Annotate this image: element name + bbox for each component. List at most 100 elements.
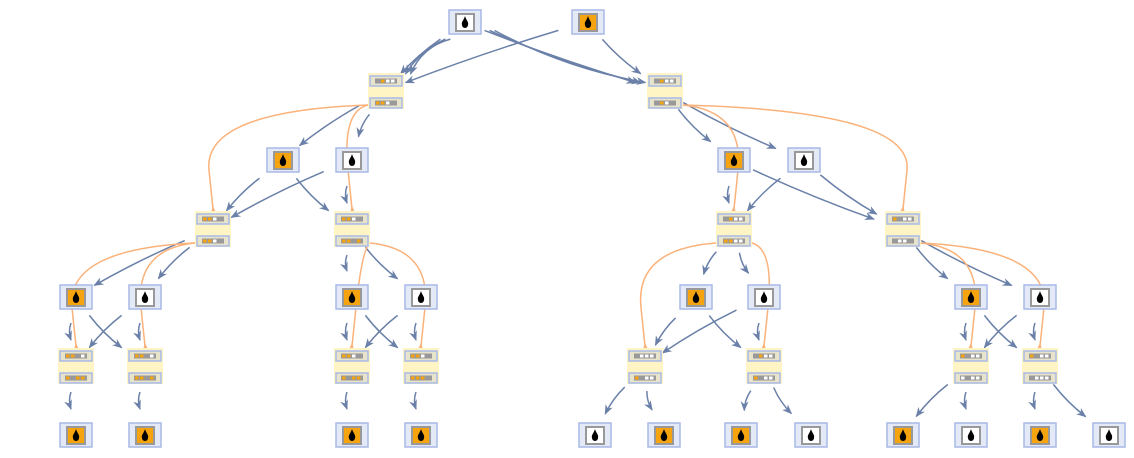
input-edge (157, 246, 191, 280)
register-cell (660, 101, 664, 105)
register-cell (391, 101, 395, 105)
drop-input-node[interactable] (724, 422, 758, 448)
drop-input-node[interactable] (404, 422, 438, 448)
register-cell (426, 376, 430, 380)
register-cell (1040, 376, 1044, 380)
register-cell (357, 239, 361, 243)
input-edge (1028, 391, 1036, 410)
drop-input-node[interactable] (1023, 284, 1057, 310)
input-edge (959, 391, 967, 410)
drop-input-node[interactable] (335, 284, 369, 310)
state-node[interactable] (195, 211, 231, 247)
register-cell (376, 101, 380, 105)
register-cell (665, 79, 669, 83)
register-cell (655, 79, 659, 83)
register-cell (381, 101, 385, 105)
input-edge (409, 322, 417, 341)
drop-icon (348, 291, 356, 303)
drop-input-node[interactable] (335, 422, 369, 448)
register-cell (898, 217, 902, 221)
input-edge (340, 322, 348, 341)
drop-input-node[interactable] (647, 422, 681, 448)
drop-input-node[interactable] (59, 284, 93, 310)
input-edge (295, 177, 330, 212)
register-cell (966, 354, 970, 358)
drop-input-node[interactable] (335, 147, 369, 173)
state-node[interactable] (58, 348, 94, 384)
drop-input-node[interactable] (886, 422, 920, 448)
state-node[interactable] (403, 348, 439, 384)
register-cell (1035, 376, 1039, 380)
register-cell (342, 376, 346, 380)
drop-input-node[interactable] (578, 422, 612, 448)
input-edge (133, 391, 141, 410)
drop-icon (279, 154, 287, 166)
register-cell (655, 101, 659, 105)
drop-input-node[interactable] (571, 9, 605, 35)
register-cell (665, 101, 669, 105)
register-cell (352, 354, 356, 358)
register-cell (976, 376, 980, 380)
register-cell (135, 354, 139, 358)
drop-input-node[interactable] (679, 284, 713, 310)
state-node[interactable] (716, 211, 752, 247)
register-cell (769, 376, 773, 380)
register-cell (213, 239, 217, 243)
input-edge (88, 314, 123, 349)
input-edge (64, 322, 72, 341)
drop-input-node[interactable] (404, 284, 438, 310)
register-cell (893, 239, 897, 243)
register-cell (347, 217, 351, 221)
drop-icon (591, 429, 599, 441)
drop-input-node[interactable] (954, 284, 988, 310)
drop-input-node[interactable] (266, 147, 300, 173)
register-cell (961, 354, 965, 358)
input-edge (819, 174, 878, 215)
drop-input-node[interactable] (787, 147, 821, 173)
register-cell (739, 239, 743, 243)
input-edge (1028, 322, 1036, 341)
register-cell (352, 376, 356, 380)
state-node[interactable] (334, 211, 370, 247)
drop-icon (760, 291, 768, 303)
drop-input-node[interactable] (747, 284, 781, 310)
state-node[interactable] (334, 348, 370, 384)
input-edge (225, 177, 260, 212)
state-node[interactable] (1022, 348, 1058, 384)
drop-input-node[interactable] (448, 9, 482, 35)
drop-input-node[interactable] (717, 147, 751, 173)
register-cell (640, 376, 644, 380)
register-cell (218, 217, 222, 221)
input-edge (746, 177, 781, 212)
state-node[interactable] (953, 348, 989, 384)
register-cell (1035, 354, 1039, 358)
input-edge (677, 108, 712, 143)
input-edge (364, 314, 399, 349)
register-cell (342, 354, 346, 358)
state-node[interactable] (885, 211, 921, 247)
register-cell (145, 354, 149, 358)
register-cell (903, 217, 907, 221)
register-cell (764, 376, 768, 380)
drop-input-node[interactable] (1092, 422, 1126, 448)
input-edge (708, 315, 742, 349)
drop-input-node[interactable] (1023, 422, 1057, 448)
drop-input-node[interactable] (128, 422, 162, 448)
register-cell (213, 217, 217, 221)
input-edge (364, 246, 399, 280)
state-node[interactable] (746, 348, 782, 384)
state-node[interactable] (368, 73, 404, 109)
drop-icon (417, 429, 425, 441)
register-cell (635, 354, 639, 358)
drop-icon (461, 16, 469, 28)
drop-input-node[interactable] (128, 284, 162, 310)
state-node[interactable] (627, 348, 663, 384)
drop-input-node[interactable] (954, 422, 988, 448)
drop-input-node[interactable] (59, 422, 93, 448)
register-cell (140, 354, 144, 358)
drop-input-node[interactable] (794, 422, 828, 448)
state-node[interactable] (127, 348, 163, 384)
state-node[interactable] (647, 73, 683, 109)
input-edge (772, 387, 793, 415)
